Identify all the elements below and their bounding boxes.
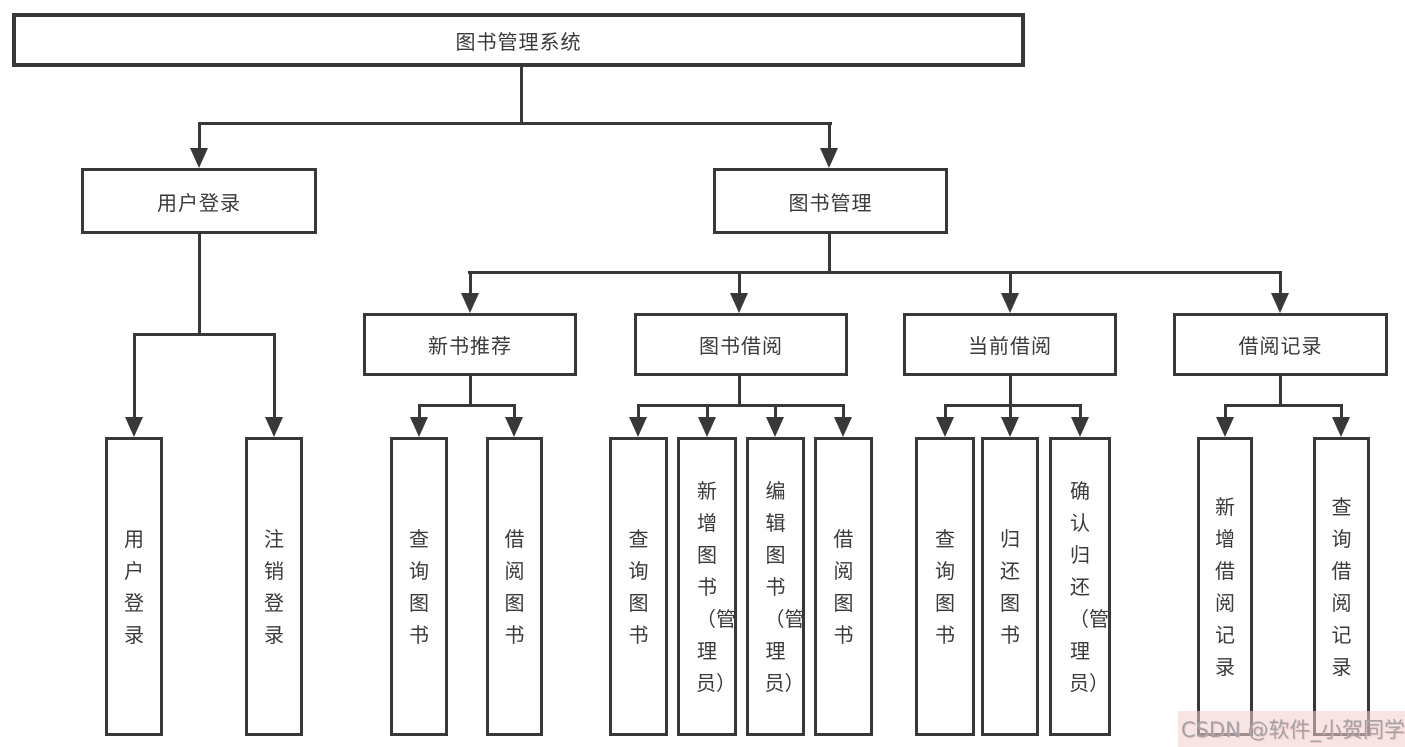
leaf-query-books-borrowing: 查询图书 bbox=[609, 437, 668, 736]
arrow-down-icon bbox=[190, 148, 208, 168]
arrow-down-icon bbox=[730, 293, 748, 313]
connector-leaf-stem bbox=[842, 404, 845, 419]
arrow-down-icon bbox=[629, 417, 647, 437]
leaf-borrow-books-label: 借阅图书 bbox=[833, 526, 854, 647]
leaf-borrow-books-recommend: 借阅图书 bbox=[486, 437, 543, 736]
arrow-down-icon bbox=[410, 417, 428, 437]
connector-group-down bbox=[469, 376, 472, 406]
connector-leaf-stem bbox=[944, 404, 947, 419]
connector-leaf-rail bbox=[418, 404, 516, 407]
connector-leaf-rail bbox=[1224, 404, 1342, 407]
node-new-book-recommend-label: 新书推荐 bbox=[428, 334, 512, 358]
connector-leaf-stem bbox=[418, 404, 421, 419]
connector-leaf-stem bbox=[774, 404, 777, 419]
connector-root-stem bbox=[520, 67, 523, 124]
leaf-borrow-books: 借阅图书 bbox=[814, 437, 873, 736]
connector-group-down bbox=[1009, 376, 1012, 406]
leaf-query-books-borrowing-label: 查询图书 bbox=[628, 526, 649, 647]
connector-group-down bbox=[1279, 376, 1282, 406]
leaf-query-books-recommend-label: 查询图书 bbox=[409, 526, 429, 647]
connector-leaf-stem bbox=[1009, 404, 1012, 419]
connector-group-stem bbox=[738, 271, 741, 295]
connector-level2-rail bbox=[198, 122, 832, 125]
leaf-query-books-current-label: 查询图书 bbox=[935, 526, 955, 647]
arrow-down-icon bbox=[1216, 417, 1234, 437]
leaf-query-books-recommend: 查询图书 bbox=[390, 437, 448, 736]
watermark-background bbox=[1178, 711, 1405, 747]
connector-level3-rail bbox=[468, 271, 1282, 274]
leaf-borrow-books-recommend-label: 借阅图书 bbox=[504, 526, 525, 647]
connector-book-mgmt-stem bbox=[828, 122, 831, 150]
leaf-logout-label: 注销登录 bbox=[264, 526, 284, 647]
connector-user-login-down bbox=[198, 234, 201, 335]
arrow-down-icon bbox=[820, 148, 838, 168]
leaf-query-borrow-record-label: 查询借阅记录 bbox=[1331, 494, 1352, 679]
leaf-user-login: 用户登录 bbox=[105, 437, 163, 736]
connector-group-stem bbox=[1279, 271, 1282, 295]
connector-group-stem bbox=[469, 271, 472, 295]
arrow-down-icon bbox=[505, 417, 523, 437]
leaf-query-borrow-record: 查询借阅记录 bbox=[1313, 437, 1370, 736]
arrow-down-icon bbox=[698, 417, 716, 437]
arrow-down-icon bbox=[1332, 417, 1350, 437]
arrow-down-icon bbox=[125, 417, 143, 437]
arrow-down-icon bbox=[834, 417, 852, 437]
arrow-down-icon bbox=[1001, 417, 1019, 437]
node-user-login-label: 用户登录 bbox=[157, 190, 241, 215]
node-book-management: 图书管理 bbox=[713, 168, 948, 234]
connector-leaf-stem bbox=[133, 333, 136, 419]
connector-leaf-stem bbox=[273, 333, 276, 419]
leaf-add-books-admin: 新增图书（管理员） bbox=[677, 437, 737, 736]
node-new-book-recommend: 新书推荐 bbox=[363, 313, 577, 376]
node-user-login: 用户登录 bbox=[81, 168, 317, 234]
connector-user-login-rail bbox=[133, 333, 276, 336]
leaf-edit-books-admin: 编辑图书（管理员） bbox=[746, 437, 805, 736]
leaf-user-login-label: 用户登录 bbox=[124, 526, 144, 647]
connector-user-login-stem bbox=[198, 122, 201, 150]
arrow-down-icon bbox=[1001, 293, 1019, 313]
connector-leaf-rail bbox=[637, 404, 845, 407]
connector-leaf-stem bbox=[637, 404, 640, 419]
connector-group-down bbox=[738, 376, 741, 406]
connector-leaf-rail bbox=[944, 404, 1082, 407]
node-root: 图书管理系统 bbox=[12, 13, 1025, 67]
arrow-down-icon bbox=[766, 417, 784, 437]
node-book-borrowing-label: 图书借阅 bbox=[699, 334, 783, 358]
leaf-return-books-label: 归还图书 bbox=[1000, 526, 1020, 647]
connector-group-stem bbox=[1009, 271, 1012, 295]
connector-leaf-stem bbox=[706, 404, 709, 419]
leaf-add-borrow-record: 新增借阅记录 bbox=[1197, 437, 1253, 736]
csdn-watermark: CSDN @软件_小贺同学 bbox=[1181, 718, 1405, 742]
node-book-borrowing: 图书借阅 bbox=[634, 313, 848, 376]
arrow-down-icon bbox=[265, 417, 283, 437]
connector-leaf-stem bbox=[1340, 404, 1343, 419]
node-root-label: 图书管理系统 bbox=[455, 29, 582, 54]
node-current-borrowing: 当前借阅 bbox=[903, 313, 1117, 376]
leaf-add-books-admin-label: 新增图书（管理员） bbox=[696, 478, 736, 695]
leaf-return-books: 归还图书 bbox=[981, 437, 1039, 736]
node-borrowing-records-label: 借阅记录 bbox=[1238, 334, 1323, 358]
node-current-borrowing-label: 当前借阅 bbox=[968, 334, 1052, 358]
leaf-confirm-return-admin-label: 确认归还（管理员） bbox=[1069, 478, 1109, 695]
connector-leaf-stem bbox=[1224, 404, 1227, 419]
arrow-down-icon bbox=[1071, 417, 1089, 437]
arrow-down-icon bbox=[461, 293, 479, 313]
leaf-logout: 注销登录 bbox=[245, 437, 303, 736]
leaf-query-books-current: 查询图书 bbox=[915, 437, 975, 736]
node-borrowing-records: 借阅记录 bbox=[1173, 313, 1388, 376]
connector-leaf-stem bbox=[513, 404, 516, 419]
arrow-down-icon bbox=[936, 417, 954, 437]
leaf-confirm-return-admin: 确认归还（管理员） bbox=[1049, 437, 1111, 736]
node-book-management-label: 图书管理 bbox=[788, 190, 873, 215]
leaf-edit-books-admin-label: 编辑图书（管理员） bbox=[764, 478, 805, 695]
leaf-add-borrow-record-label: 新增借阅记录 bbox=[1215, 494, 1235, 679]
arrow-down-icon bbox=[1271, 293, 1289, 313]
connector-book-mgmt-down bbox=[828, 234, 831, 273]
connector-leaf-stem bbox=[1079, 404, 1082, 419]
